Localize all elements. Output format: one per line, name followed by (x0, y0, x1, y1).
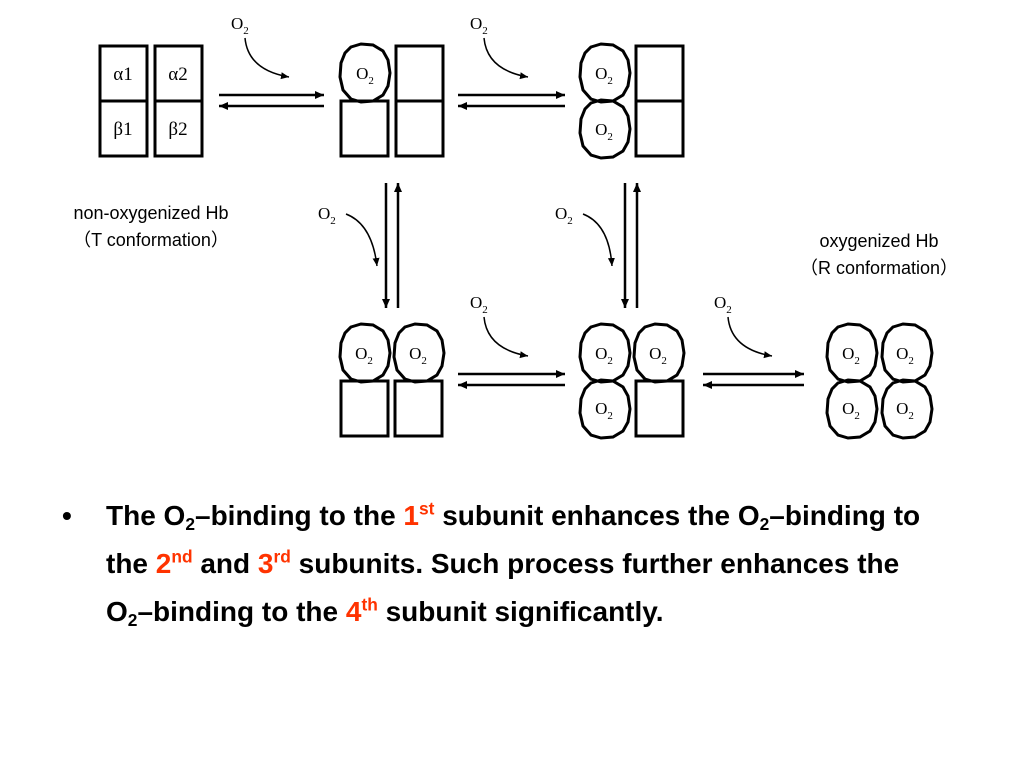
equilibrium-arrows (219, 91, 804, 389)
second-subunit: 2nd (155, 546, 193, 579)
hemoglobin-oxygenation-diagram: α1 α2 β1 β2 O2 O2 O2 O2 O2 O2 O2 O2 (73, 14, 958, 440)
incoming-o2-label: O2 (714, 293, 732, 316)
beta1-label: β1 (113, 119, 132, 140)
fourth-subunit: 4th (345, 594, 378, 627)
o2-binding-arrow (345, 213, 380, 267)
tetramer-2-o2-horizontal (338, 322, 446, 438)
o2-bound-label: O2 (896, 344, 914, 367)
bullet-marker: • (62, 500, 72, 531)
third-subunit: 3rd (257, 546, 291, 579)
o2-binding-arrow (483, 37, 529, 80)
o2-bound-label: O2 (356, 64, 374, 87)
deoxy-tetramer (98, 44, 204, 158)
tetramer-3-o2 (578, 322, 686, 440)
alpha1-label: α1 (113, 64, 132, 85)
explanation-text: The O2–binding to the 1st subunit enhanc… (106, 498, 921, 630)
t-state-conformation: （T conformation） (73, 230, 229, 250)
o2-binding-arrow (727, 316, 773, 359)
incoming-o2-label: O2 (231, 14, 249, 37)
o2-bound-label: O2 (595, 344, 613, 367)
r-state-name: oxygenized Hb (819, 231, 938, 251)
o2-bound-label: O2 (842, 344, 860, 367)
r-state-conformation: （R conformation） (800, 258, 958, 278)
t-state-name: non-oxygenized Hb (73, 203, 228, 223)
o2-bound-label: O2 (649, 344, 667, 367)
oxy-tetramer (825, 322, 934, 440)
incoming-o2-label: O2 (555, 204, 573, 227)
o2-binding-arrow (483, 316, 529, 359)
o2-binding-arrow (244, 37, 290, 80)
beta2-label: β2 (168, 119, 187, 140)
o2-bound-label: O2 (595, 120, 613, 143)
incoming-o2-label: O2 (470, 14, 488, 37)
incoming-o2-label: O2 (470, 293, 488, 316)
o2-bound-label: O2 (842, 399, 860, 422)
tetramer-1-o2 (338, 42, 445, 158)
o2-bound-label: O2 (595, 399, 613, 422)
o2-binding-arrow (582, 213, 615, 267)
o2-bound-label: O2 (896, 399, 914, 422)
o2-bound-label: O2 (409, 344, 427, 367)
incoming-o2-label: O2 (318, 204, 336, 227)
o2-bound-label: O2 (355, 344, 373, 367)
alpha2-label: α2 (168, 64, 187, 85)
first-subunit: 1st (403, 498, 435, 531)
o2-bound-label: O2 (595, 64, 613, 87)
tetramer-2-o2-vertical (578, 42, 685, 160)
